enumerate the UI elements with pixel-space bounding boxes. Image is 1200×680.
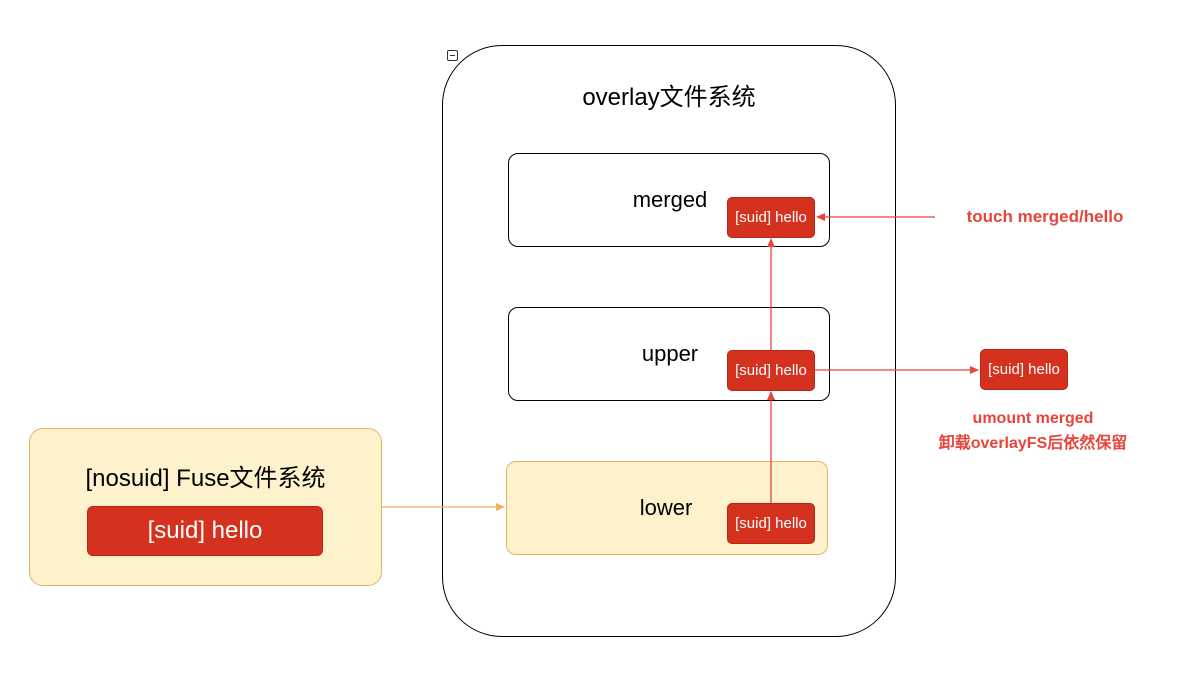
upper-suid-file: [suid] hello xyxy=(727,350,815,391)
lower-layer-label: lower xyxy=(639,495,693,520)
umount-note-line2: 卸载overlayFS后依然保留 xyxy=(938,435,1128,452)
merged-layer-label: merged xyxy=(632,187,708,212)
kept-suid-file: [suid] hello xyxy=(980,349,1068,390)
fuse-filesystem-title: [nosuid] Fuse文件系统 xyxy=(85,464,326,492)
fuse-suid-file: [suid] hello xyxy=(87,506,323,556)
upper-layer-label: upper xyxy=(641,341,699,366)
lower-suid-file: [suid] hello xyxy=(727,503,815,544)
overlay-title: overlay文件系统 xyxy=(582,83,756,111)
collapse-icon[interactable] xyxy=(447,50,458,61)
merged-suid-file: [suid] hello xyxy=(727,197,815,238)
umount-note-line1: umount merged xyxy=(972,410,1094,427)
touch-command-note: touch merged/hello xyxy=(966,207,1124,226)
